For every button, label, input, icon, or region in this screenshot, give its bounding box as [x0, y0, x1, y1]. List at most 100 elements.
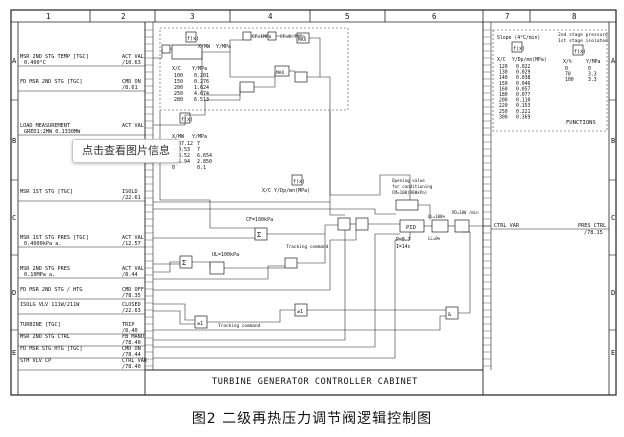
table-footer: X/C Y/Dp/mn(MPa)	[262, 188, 310, 194]
table-x-value: 0	[565, 66, 568, 72]
table-y-value: 6.654	[197, 153, 212, 159]
signal-type: ACT VAL	[122, 123, 144, 129]
logic-block	[242, 31, 252, 41]
table-y-value: 0.201	[194, 73, 209, 79]
signal-value: /78.44	[122, 352, 141, 358]
signal-subtext: GRED1:2MW 0.1330MW	[24, 129, 81, 135]
parameter: I=14s	[396, 244, 411, 250]
row-letter: B	[611, 137, 615, 145]
table-x-value: 300	[499, 114, 508, 120]
sum-symbol: Σ	[182, 259, 186, 267]
row-letter: E	[611, 349, 615, 357]
row-letter: D	[611, 289, 615, 297]
row-letter: A	[611, 57, 616, 65]
row-letter: B	[12, 137, 16, 145]
panel-title: 1st stage isolated	[558, 38, 608, 44]
signal-name: FD MSR STG HTG [TGC]	[20, 346, 82, 352]
signal-type: ACT VAL	[122, 54, 144, 60]
table-x-value: 120	[499, 64, 508, 70]
table-header: Y/MPa	[192, 66, 207, 72]
table-x-value: 70	[565, 72, 571, 78]
function-block-label: f(x)	[574, 49, 586, 55]
functions-panel	[492, 29, 608, 132]
table-y-value: 0.110	[516, 98, 531, 104]
output-signal-value: /78.15	[584, 230, 603, 236]
table-x-value: 250	[499, 109, 508, 115]
table-x-value: 734.52	[172, 153, 190, 159]
table-y-value: 3.3	[588, 77, 597, 83]
table-y-value: 0.038	[516, 75, 531, 81]
signal-type: CTRL VAR	[122, 358, 148, 364]
function-block-label: f(x)	[513, 46, 525, 52]
table-x-value: 200	[174, 85, 183, 91]
parameter: UL=100%	[428, 214, 445, 219]
signal-type: CMD ON	[122, 346, 141, 352]
selector-block	[337, 217, 351, 231]
function-group-boundary	[159, 27, 349, 111]
table-y-value: 0.1	[197, 165, 206, 171]
constant-label: CF=100kPa	[246, 217, 273, 223]
signal-name: TURBINE [TGC]	[20, 322, 61, 328]
pid-label: PID	[406, 225, 416, 231]
table-y-value: 0	[588, 66, 591, 72]
col-number: 7	[505, 12, 510, 21]
signal-type: CMD ON	[122, 79, 141, 85]
table-x-value: 280	[174, 97, 183, 103]
max-label: MAX	[298, 37, 307, 43]
col-number: 3	[190, 12, 195, 21]
logic-label: &	[448, 312, 451, 318]
function-block	[511, 41, 523, 53]
table-y-value: 1.624	[194, 85, 209, 91]
signal-subtext: 0.10MPa a.	[24, 272, 55, 278]
signal-type: ACT VAL	[122, 266, 144, 272]
logic-block	[284, 257, 298, 269]
table-x-value: 220	[499, 103, 508, 109]
signal-name: FD MSR 2ND STG / HTG	[20, 287, 82, 293]
signal-value: /12.57	[122, 241, 141, 247]
table-x-value: 140	[499, 75, 508, 81]
annotation: Opening value	[392, 178, 425, 183]
table-y-value: 3.3	[588, 72, 597, 78]
signal-type: CMD OFF	[122, 287, 144, 293]
row-letter: C	[611, 214, 615, 222]
table-header: X/C	[172, 66, 181, 72]
signal-type: FB MANU	[122, 334, 144, 340]
logic-label: ≥1	[297, 309, 303, 315]
table-x-value: 276.94	[172, 159, 190, 165]
constant-label: UL=100kPa	[212, 252, 239, 258]
axis-label: Y/MPa	[216, 44, 231, 50]
function-block-label: f(x)	[293, 179, 305, 185]
row-letter: D	[12, 289, 16, 297]
axis-label: X/MW	[198, 44, 211, 50]
signal-value: /78.40	[122, 364, 141, 370]
annotation: for conditioning	[392, 184, 433, 189]
logic-block	[294, 71, 308, 83]
table-y-value: 0.022	[516, 64, 531, 70]
limit-block	[431, 219, 449, 233]
signal-subtext: 0.400°C	[24, 60, 46, 66]
signal-subtext: 0.4000kPa a.	[24, 241, 61, 247]
signal-name: MSR 1ST STG [TGC]	[20, 189, 73, 195]
table-y-value: 7	[197, 141, 200, 147]
table-x-value: 200	[499, 98, 508, 104]
view-image-info-button[interactable]: 点击查看图片信息	[72, 139, 180, 163]
signal-name: STM VLV CP	[20, 358, 51, 364]
table-y-value: 0.046	[516, 81, 531, 87]
function-block	[572, 44, 584, 56]
col-number: 2	[121, 12, 126, 21]
table-x-value: 1087.12	[172, 141, 193, 147]
logic-label: ≥1	[197, 321, 203, 327]
table-x-value: 100	[565, 77, 574, 83]
cabinet-title: TURBINE GENERATOR CONTROLLER CABINET	[212, 377, 418, 387]
constant-label: CF=0.7MPa	[280, 34, 305, 40]
outer-frame	[10, 9, 617, 396]
selector-block	[355, 217, 369, 231]
constant-label: CF=1MPa	[252, 34, 272, 40]
table-y-value: 0.221	[516, 109, 531, 115]
table-header: Y/Dp/mn(MPa)	[512, 57, 547, 63]
table-x-value: 250	[174, 91, 183, 97]
logic-block	[161, 44, 171, 54]
signal-type: TRIP	[122, 322, 135, 328]
annotation: Tracking command	[218, 323, 261, 329]
logic-block	[395, 199, 419, 211]
